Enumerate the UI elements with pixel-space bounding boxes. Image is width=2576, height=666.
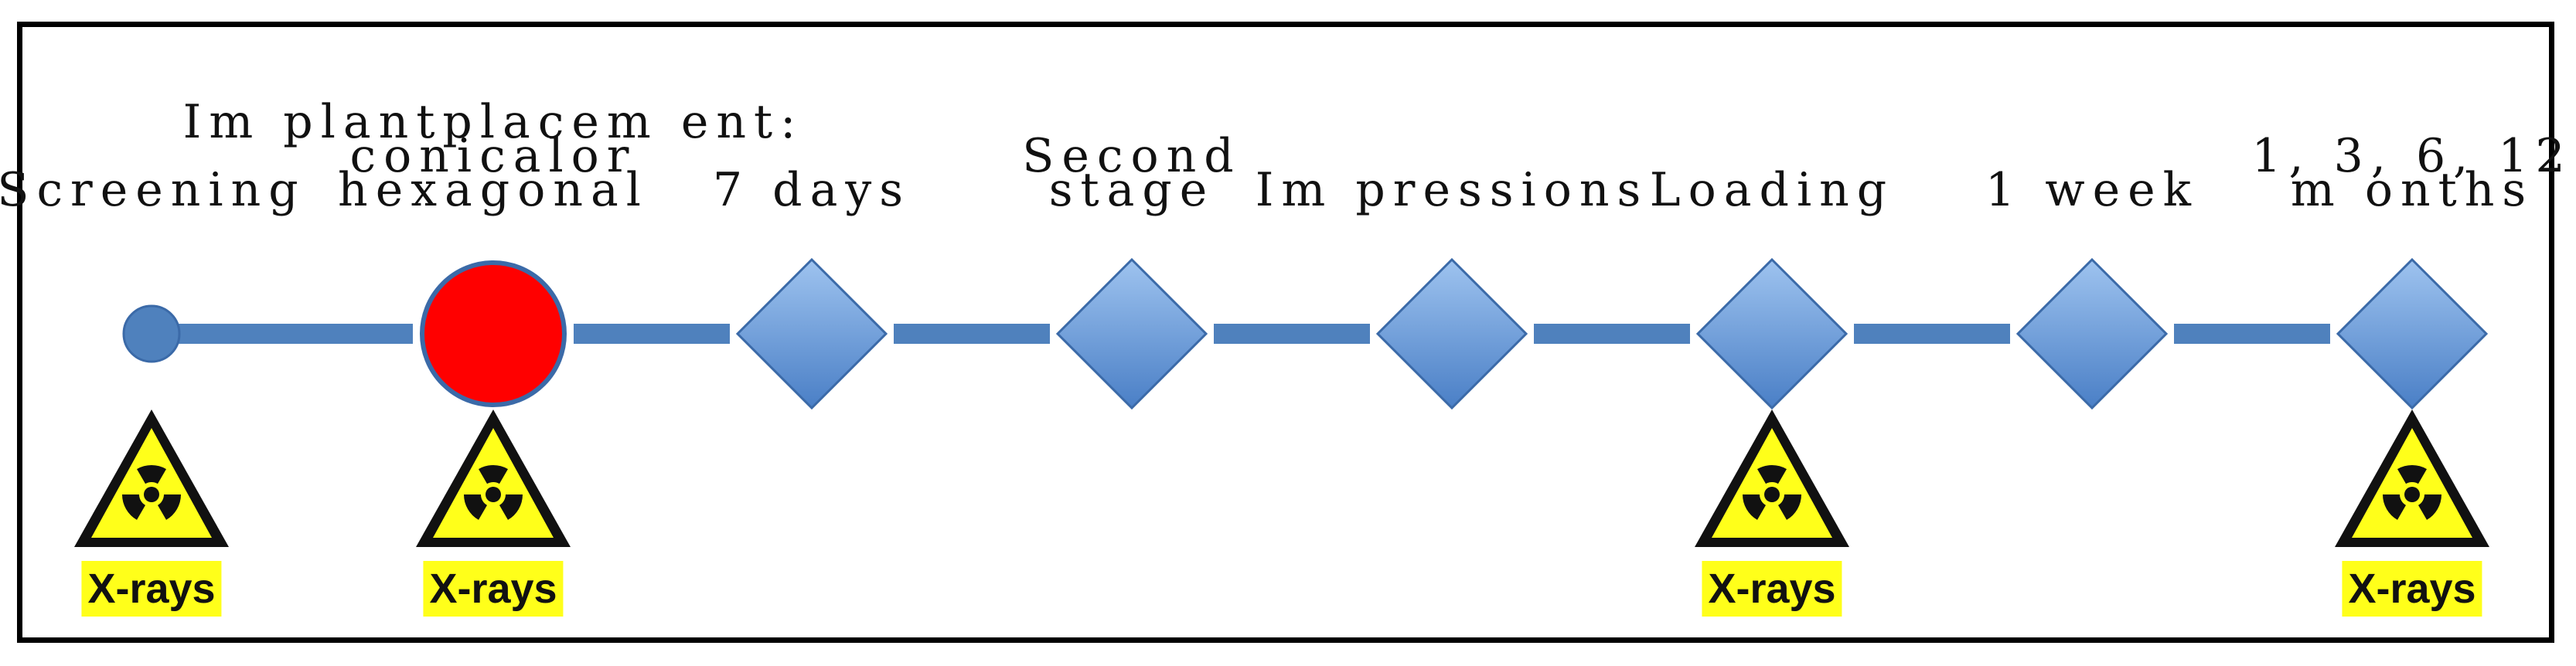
stage-label-line: Second — [1022, 129, 1242, 183]
stage-label-line: 1 week — [1985, 163, 2199, 217]
start-node-circle — [122, 304, 181, 363]
stage-label-line: Im pressions — [1255, 163, 1649, 217]
stage-label-line: Screening — [0, 163, 306, 217]
connector-line — [1214, 324, 1370, 344]
stage-label-line: conicalor — [349, 129, 637, 183]
connector-line — [1534, 324, 1690, 344]
connector-line — [1854, 324, 2010, 344]
stage-label-line: stage — [1048, 163, 1215, 217]
connector-line — [574, 324, 730, 344]
connector-line — [2174, 324, 2330, 344]
timeline-markers — [122, 257, 2489, 410]
connector-line — [894, 324, 1050, 344]
stage-label-line: 1, 3, 6, 12 — [2251, 129, 2573, 183]
radiation-warning-icon — [2335, 409, 2489, 547]
xray-label: X-rays — [81, 561, 222, 617]
xray-label: X-rays — [423, 561, 564, 617]
xray-hazard-icons — [74, 409, 2489, 547]
radiation-warning-icon — [416, 409, 571, 547]
stage-label-line: 7 days — [712, 163, 911, 217]
radiation-warning-icon — [1695, 409, 1849, 547]
stage-label-screening: Screening — [0, 163, 306, 217]
stage-node-diamond — [1695, 257, 1849, 410]
stage-label-impressions: Im pressions — [1255, 163, 1649, 217]
stage-node-diamond — [735, 257, 888, 410]
radiation-warning-icon — [74, 409, 229, 547]
implant-node-circle — [420, 260, 567, 407]
stage-node-diamond — [2015, 257, 2169, 410]
stage-label-loading: Loading — [1649, 163, 1895, 217]
stage-label-line: m onths — [2290, 163, 2534, 217]
xray-label: X-rays — [1702, 561, 1842, 617]
stage-label-line: Im plantplacem ent: — [182, 95, 804, 149]
stage-label-1-week: 1 week — [1985, 163, 2199, 217]
timeline-connectors — [175, 324, 2330, 344]
connector-line — [175, 324, 413, 344]
stage-label-7-days: 7 days — [712, 163, 911, 217]
xray-label: X-rays — [2342, 561, 2482, 617]
stage-label-line: hexagonal — [338, 163, 649, 217]
stage-node-diamond — [1055, 257, 1208, 410]
stage-label-line: Loading — [1649, 163, 1895, 217]
stage-node-diamond — [1375, 257, 1528, 410]
stage-node-diamond — [2336, 257, 2489, 410]
